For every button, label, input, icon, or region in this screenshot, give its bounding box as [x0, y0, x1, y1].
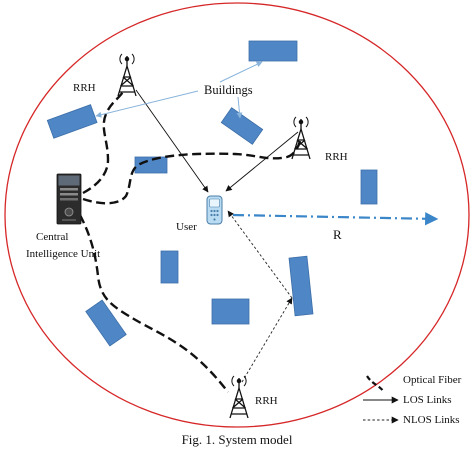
- building: [248, 40, 298, 62]
- legend: Optical Fiber LOS Links NLOS Links: [363, 374, 462, 426]
- rrh-label-right: RRH: [325, 151, 348, 163]
- nlos-link-reflection: [227, 210, 293, 299]
- building: [85, 299, 127, 347]
- building: [360, 169, 378, 205]
- legend-fiber-swatch: [366, 375, 385, 393]
- building: [220, 107, 264, 145]
- user-label: User: [176, 221, 197, 233]
- buildings-pointer-arrow: [219, 61, 263, 83]
- buildings-group: [46, 40, 378, 347]
- nlos-links: [227, 210, 293, 383]
- radius-arrow: [232, 212, 439, 226]
- buildings-label: Buildings: [204, 83, 253, 97]
- building: [160, 250, 179, 284]
- radio-tower-icon: [117, 53, 137, 97]
- building: [46, 104, 98, 139]
- los-link-top-rrh: [135, 89, 209, 193]
- system-model-diagram: RRH RRH RRH Buildings User R Central Int…: [4, 2, 470, 428]
- cell-boundary: [4, 2, 470, 428]
- central-unit-label-line1: Central: [36, 231, 68, 243]
- optical-fiber-links: [78, 89, 302, 393]
- building: [211, 298, 250, 325]
- buildings-pointer-arrow: [95, 90, 199, 118]
- figure-caption: Fig. 1. System model: [181, 432, 293, 447]
- building: [288, 255, 314, 317]
- los-link-right-rrh: [225, 131, 299, 192]
- radio-tower-icon: [229, 375, 249, 419]
- legend-los-label: LOS Links: [403, 394, 452, 406]
- rrh-label-top-left: RRH: [73, 82, 96, 94]
- building: [134, 156, 168, 174]
- buildings-pointers: [95, 61, 263, 119]
- mobile-phone-icon: [206, 195, 223, 225]
- legend-nlos-label: NLOS Links: [403, 414, 460, 426]
- radius-label: R: [333, 227, 342, 242]
- fiber-to-top-rrh: [82, 89, 126, 195]
- fiber-to-bottom-rrh: [78, 214, 229, 393]
- buildings-pointer-arrow: [236, 96, 243, 119]
- central-unit-label-line2: Intelligence Unit: [26, 248, 100, 260]
- los-links: [135, 89, 299, 193]
- legend-optical-fiber-label: Optical Fiber: [403, 374, 462, 386]
- radio-tower-icon: [291, 116, 311, 160]
- nlos-link-bottom-rrh: [241, 297, 293, 383]
- rrh-label-bottom: RRH: [255, 395, 278, 407]
- server-computer-icon: [56, 173, 82, 225]
- fiber-to-right-rrh: [82, 140, 302, 205]
